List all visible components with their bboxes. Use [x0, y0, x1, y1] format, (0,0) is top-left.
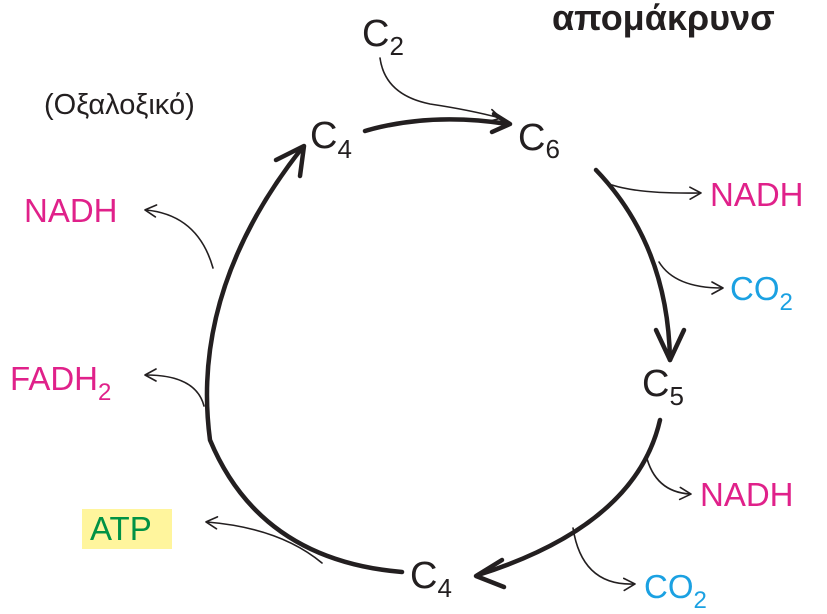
cycle-arc-c4-bottom-to-c4-top: [204, 145, 405, 575]
cycle-arrowhead-c4-bottom: [473, 557, 507, 590]
compound-c5: C5: [642, 363, 684, 411]
atp-arrow: [205, 516, 323, 564]
nadh-1-arrow: [611, 184, 702, 200]
cycle-arrowhead-c5: [653, 327, 687, 363]
product-co2-1: CO2: [730, 270, 793, 316]
product-co2-2: CO2: [644, 568, 707, 614]
compound-c2-input: C2: [362, 13, 404, 61]
product-nadh-2: NADH: [700, 476, 794, 513]
product-fadh2: FADH2: [10, 360, 111, 406]
input-c2-arrow: [379, 57, 502, 123]
fadh2-arrow: [144, 368, 205, 407]
cycle-arc-c4-to-c6: [362, 117, 511, 134]
compound-c4-bottom: C4: [410, 555, 452, 603]
atp-highlight: [82, 509, 172, 549]
co2-1-arrow: [658, 261, 724, 295]
compound-c6: C6: [518, 117, 560, 164]
oxaloacetate-note: (Οξαλοξικό): [44, 89, 195, 121]
compound-c4-top: C4: [310, 115, 352, 164]
product-nadh-1: NADH: [710, 176, 804, 213]
cycle-arrowhead-c4-top: [273, 143, 307, 179]
nadh-2-arrow: [645, 454, 692, 501]
heading-text: απομάκρυνσ: [552, 0, 775, 38]
nadh-3-arrow: [144, 204, 214, 269]
co2-2-arrow: [572, 527, 636, 592]
product-nadh-3: NADH: [24, 192, 118, 229]
cycle-arc-c5-to-c4-bottom: [475, 417, 663, 578]
cycle-arc-c6-to-c5: [593, 167, 673, 363]
product-atp: ATP: [90, 510, 152, 547]
